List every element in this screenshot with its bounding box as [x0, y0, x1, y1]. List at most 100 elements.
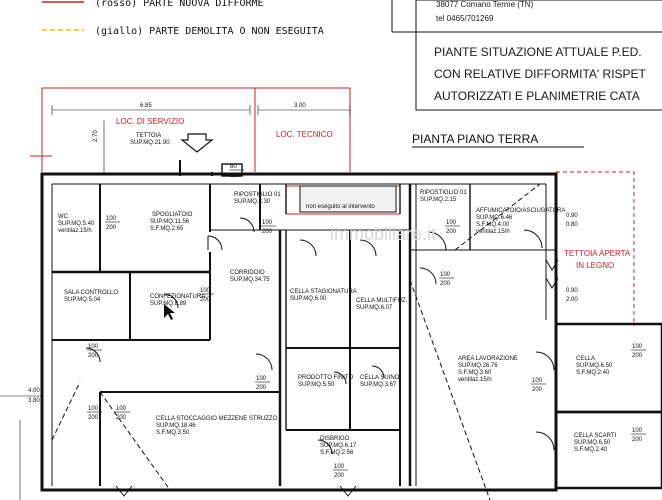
legend: (rosso) PARTE NUOVA DIFFORME (giallo) PA… — [42, 0, 324, 37]
dim-0-90-a: 0.90 — [566, 213, 578, 219]
legend-red-text: (rosso) PARTE NUOVA DIFFORME — [95, 0, 264, 9]
svg-text:200: 200 — [632, 353, 643, 359]
room-affumicatoio-sf: S.F.MQ.4.00 — [476, 222, 510, 228]
svg-text:100: 100 — [632, 344, 643, 350]
cursor-arrow-icon — [164, 304, 175, 320]
svg-text:200: 200 — [446, 229, 457, 235]
stamp-address: 38077 Comano Terme (TN) — [436, 0, 534, 9]
svg-text:200: 200 — [440, 281, 451, 287]
door-tag: 100 200 — [87, 344, 102, 359]
door-tags: 100 200 100 200 100 200 100 200 100 200 100 20… — [87, 164, 646, 479]
room-scarti-sf: S.F.MQ.2.40 — [574, 447, 608, 453]
room-disbrigo-sf: S.F.MQ.2.56 — [320, 450, 354, 456]
svg-text:200: 200 — [200, 297, 211, 303]
room-affumicatoio-name: AFFUMICATOIO/ASCIUGATURA — [476, 208, 565, 214]
svg-text:100: 100 — [256, 376, 267, 382]
room-spogliatoio-name: SPOGLIATOIO — [152, 212, 193, 218]
svg-text:100: 100 — [632, 428, 643, 434]
label-loc-tecnico: LOC. TECNICO — [276, 130, 333, 139]
svg-text:80: 80 — [230, 164, 237, 170]
room-sala-sup: SUP.MQ.5.04 — [64, 297, 101, 303]
door-tag: 100 200 — [445, 220, 460, 235]
room-area-sup: SUP.MQ.26.76 — [458, 363, 498, 369]
svg-text:100: 100 — [334, 464, 345, 470]
label-tettoia-aperta-2: IN LEGNO — [576, 261, 614, 270]
svg-text:200: 200 — [88, 353, 99, 359]
room-sala-name: SALA CONTROLLO — [64, 290, 118, 296]
svg-text:200: 200 — [88, 415, 99, 421]
room-confezionatura-name: CONFEZIONATURA — [150, 294, 205, 300]
label-non-eseguito: non eseguito al intervento — [306, 204, 375, 210]
room-area-name: AREA LAVORAZIONE — [458, 356, 518, 362]
room-tettoia-sup: SUP.MQ.21.90 — [130, 140, 170, 146]
watermark: immobiliare.it — [330, 224, 436, 244]
title-block: 38077 Comano Terme (TN) tel 0465/701269 … — [391, 0, 662, 111]
room-stoccaggio-name: CELLA STOCCAGGIO MEZZENE STRUZZO — [156, 416, 278, 422]
room-stoccaggio-sup: SUP.MQ.18.46 — [156, 423, 196, 429]
room-wc-sup: SUP.MQ.5.40 — [58, 221, 95, 227]
svg-text:100: 100 — [88, 344, 99, 350]
room-confezionatura-sup: SUP.MQ.8.89 — [150, 301, 187, 307]
room-multifuz-sup: SUP.MQ.6.07 — [356, 305, 393, 311]
label-tettoia-aperta-1: TETTOIA APERTA — [564, 249, 631, 258]
doors — [85, 217, 555, 455]
walls — [40, 160, 662, 492]
room-ripostiglio2-name: RIPOSTIGLIO 01 — [420, 190, 467, 196]
dim-6-85: 6.85 — [140, 103, 152, 109]
room-corridoio-name: CORRIDOIO — [230, 270, 265, 276]
door-tag: 100 200 — [87, 406, 102, 421]
dimension-lines — [0, 105, 351, 500]
svg-text:100: 100 — [262, 220, 273, 226]
room-affumicatoio-vent: ventilaz.15/h — [476, 229, 510, 235]
svg-text:200: 200 — [256, 385, 267, 391]
dim-3-00: 3.00 — [294, 103, 306, 109]
room-prodotto-name: PRODOTTO FINITO — [298, 375, 353, 381]
svg-text:100: 100 — [106, 216, 117, 222]
door-tag: 100 200 — [261, 220, 276, 235]
room-ripostiglio1-name: RIPOSTIGLIO 01 — [234, 192, 281, 198]
title-line-3: AUTORIZZATI E PLANIMETRIE CATA — [434, 89, 640, 103]
room-area-sf: S.F.MQ.3.60 — [458, 370, 492, 376]
stair-marks — [115, 259, 559, 497]
svg-text:100: 100 — [440, 272, 451, 278]
room-corridoio-sup: SUP.MQ.34.75 — [230, 277, 270, 283]
room-scarti-name: CELLA SCARTI — [574, 433, 617, 439]
svg-text:100: 100 — [446, 220, 457, 226]
room-prodotto-sup: SUP.MQ.5.50 — [298, 382, 335, 388]
room-suino-name: CELLA SUINO — [360, 375, 400, 381]
room-ripostiglio2-sup: SUP.MQ.2.15 — [420, 197, 457, 203]
svg-text:200: 200 — [262, 229, 273, 235]
room-wc-vent: ventilaz.15/h — [58, 228, 92, 234]
label-loc-servizio: LOC. DI SERVIZIO — [116, 117, 184, 126]
door-tag: 100 200 — [631, 344, 646, 359]
room-cella-name: CELLA — [576, 356, 595, 362]
room-wc-name: WC — [58, 214, 69, 220]
stamp-phone: tel 0465/701269 — [436, 14, 494, 23]
svg-text:100: 100 — [532, 378, 543, 384]
dim-2-00: 2.00 — [566, 297, 578, 303]
room-disbrigo-name: DISBRIGO — [320, 436, 350, 442]
svg-text:100: 100 — [88, 406, 99, 412]
svg-text:200: 200 — [116, 415, 127, 421]
room-disbrigo-sup: SUP.MQ.6.17 — [320, 443, 357, 449]
room-spogliatoio-sup: SUP.MQ.11.56 — [150, 219, 190, 225]
dim-0-90-b: 0.90 — [566, 288, 578, 294]
title-line-2: CON RELATIVE DIFFORMITA' RISPET — [434, 67, 647, 81]
diagonal-lines — [51, 183, 541, 500]
room-multifuz-name: CELLA MULTIFUZ. — [356, 298, 408, 304]
room-area-vent: ventilaz.15/h — [458, 377, 492, 383]
legend-yellow-text: (giallo) PARTE DEMOLITA O NON ESEGUITA — [95, 26, 324, 37]
room-scarti-sup: SUP.MQ.6.50 — [574, 440, 611, 446]
svg-text:200: 200 — [632, 437, 643, 443]
room-affumicatoio-sup: SUP.MQ.6.46 — [476, 215, 513, 221]
room-cella-sf: S.F.MQ.2.40 — [576, 370, 610, 376]
dim-3-80: 3.80 — [28, 398, 40, 404]
dim-4-00: 4.00 — [28, 388, 40, 394]
